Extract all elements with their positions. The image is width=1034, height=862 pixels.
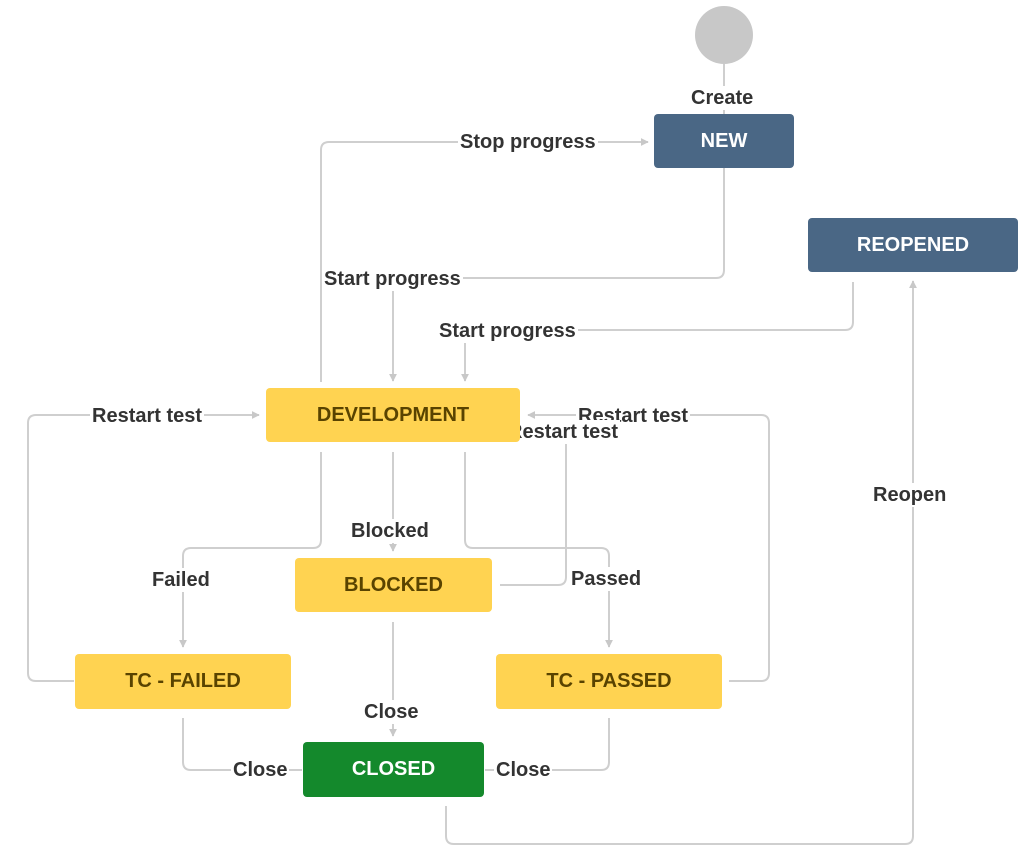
status-closed[interactable]: CLOSED [303,742,484,797]
transition-stop-progress[interactable]: Stop progress [458,130,598,154]
transition-close-passed[interactable]: Close [494,758,553,782]
edge-restart-test-blocked [500,432,567,586]
edge-failed [179,452,322,648]
start-node [695,6,753,64]
transition-passed[interactable]: Passed [569,567,644,591]
status-blocked[interactable]: BLOCKED [295,558,492,612]
status-reopened[interactable]: REOPENED [808,218,1018,272]
transition-start-progress-new[interactable]: Start progress [322,267,463,291]
edge-reopen [445,280,917,845]
status-new[interactable]: NEW [654,114,794,168]
status-tc-passed[interactable]: TC - PASSED [496,654,722,709]
edge-restart-test-passed [527,411,770,682]
edge-restart-test-failed [27,411,260,682]
transition-restart-test-failed[interactable]: Restart test [90,404,205,428]
transition-start-progress-reopened[interactable]: Start progress [437,319,578,343]
status-development[interactable]: DEVELOPMENT [266,388,520,442]
transition-failed[interactable]: Failed [150,568,212,592]
transition-create[interactable]: Create [689,86,756,110]
transition-blocked[interactable]: Blocked [349,519,431,543]
edge-close-passed [485,718,610,771]
edge-passed [464,452,613,648]
edge-stop-progress [320,138,649,382]
status-tc-failed[interactable]: TC - FAILED [75,654,291,709]
transition-reopen[interactable]: Reopen [871,483,949,507]
transition-close-failed[interactable]: Close [231,758,290,782]
edge-close-failed [182,718,302,771]
transition-close-blocked[interactable]: Close [362,700,421,724]
transition-restart-test-blocked[interactable]: Restart test [506,420,621,444]
